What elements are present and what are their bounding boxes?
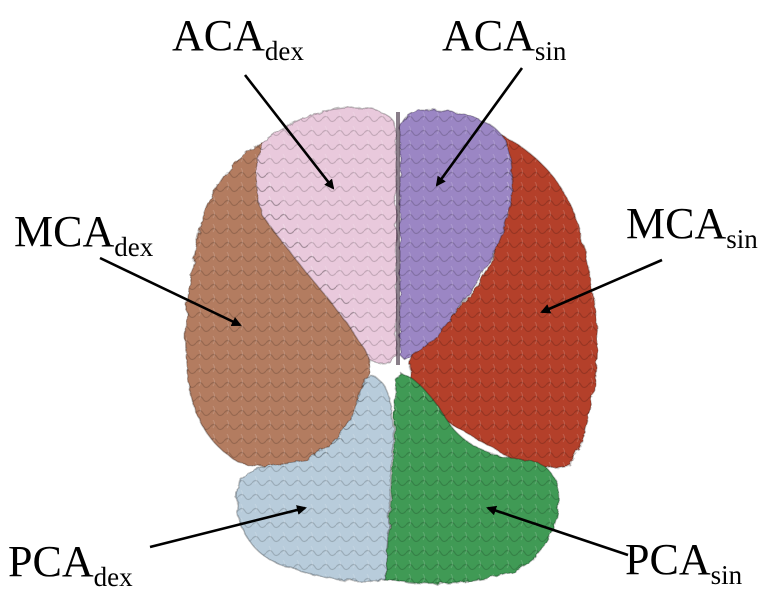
label-mca-dex-sub: dex xyxy=(114,232,153,262)
label-pca-dex-sub: dex xyxy=(94,562,133,592)
label-mca-sin-main: MCA xyxy=(626,199,726,248)
label-pca-dex-main: PCA xyxy=(8,537,94,586)
label-aca-sin-main: ACA xyxy=(442,11,535,60)
label-mca-sin: MCAsin xyxy=(626,202,758,246)
label-mca-sin-sub: sin xyxy=(726,224,758,254)
label-aca-dex-sub: dex xyxy=(265,36,304,66)
label-mca-dex: MCAdex xyxy=(14,210,153,254)
label-mca-dex-main: MCA xyxy=(14,207,114,256)
label-pca-sin-sub: sin xyxy=(711,560,743,590)
label-aca-sin-sub: sin xyxy=(535,36,567,66)
label-aca-dex: ACAdex xyxy=(172,14,304,58)
label-pca-sin-main: PCA xyxy=(625,535,711,584)
label-aca-dex-main: ACA xyxy=(172,11,265,60)
label-aca-sin: ACAsin xyxy=(442,14,566,58)
label-pca-dex: PCAdex xyxy=(8,540,133,584)
label-pca-sin: PCAsin xyxy=(625,538,742,582)
surface-texture xyxy=(186,108,597,584)
